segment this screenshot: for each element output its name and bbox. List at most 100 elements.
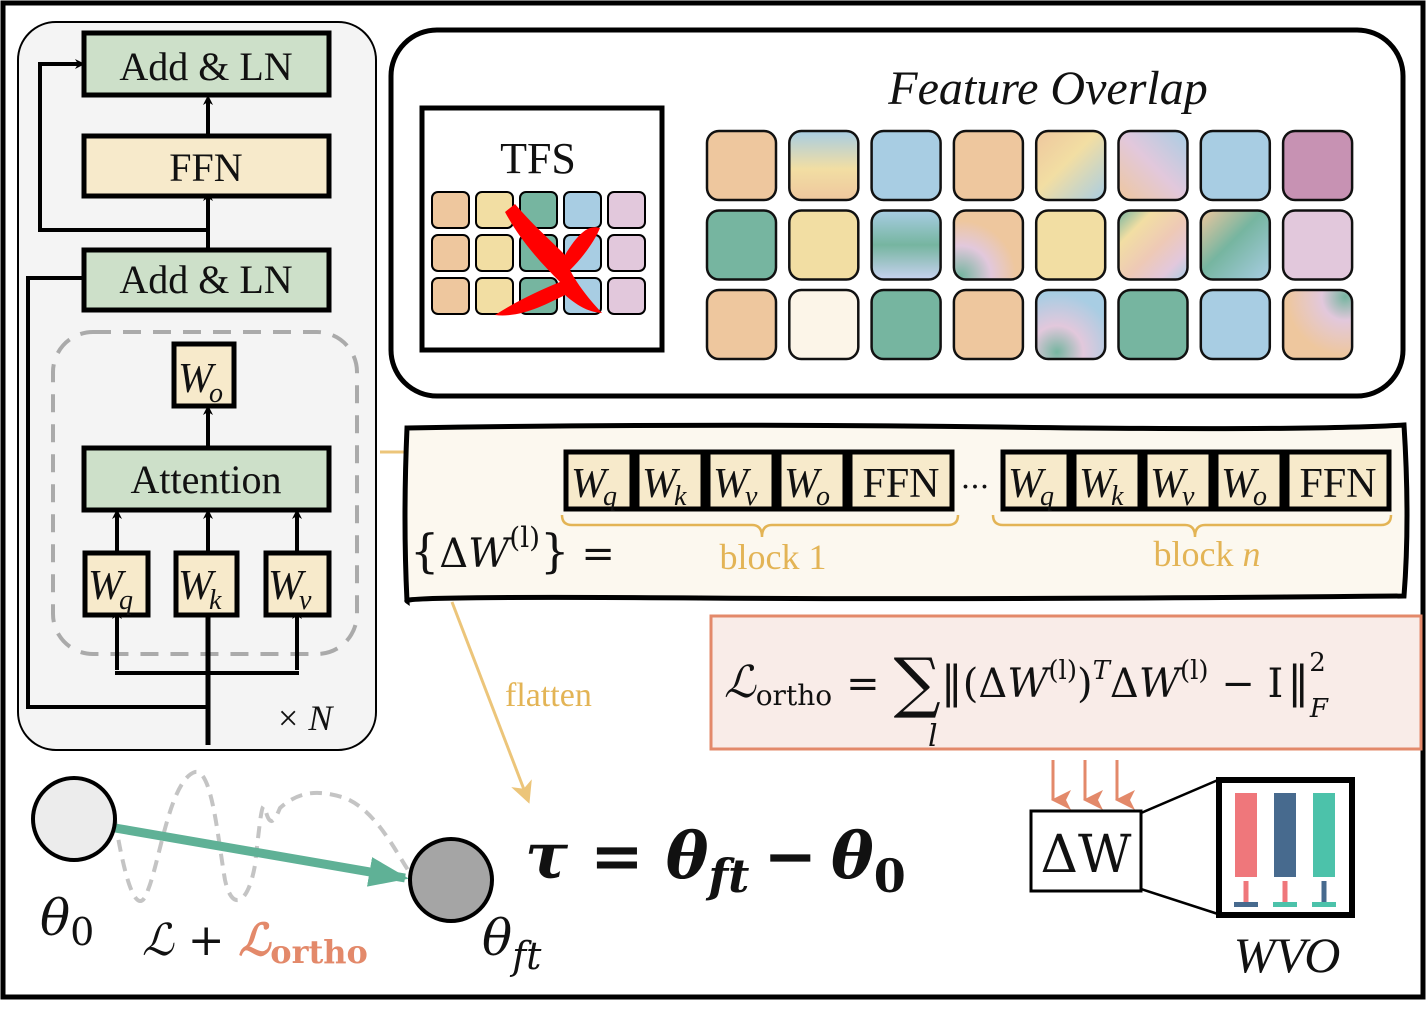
feature-tile-mauve — [1281, 129, 1354, 202]
block-item-label: Wk — [642, 461, 687, 512]
feature-tile-green — [870, 288, 942, 361]
top-add-ln-box: Add & LN — [81, 30, 332, 98]
feature-tile-pink — [1281, 209, 1354, 281]
loss-symbol: ℒ — [724, 658, 757, 707]
wk-base: W — [178, 563, 217, 609]
wo-base: W — [178, 356, 217, 402]
sum-subscript: l — [928, 719, 938, 754]
attention-region — [51, 330, 359, 656]
minus-identity: − I — [1209, 661, 1284, 707]
repeat-var: N — [307, 698, 334, 738]
wvo-base — [1312, 902, 1336, 907]
loss-subscript: ortho — [756, 679, 832, 712]
wo-sub: o — [209, 378, 223, 409]
zoom-line-bottom — [1140, 887, 1219, 916]
plus-sign: + — [174, 915, 239, 966]
minus-sign: − — [763, 819, 817, 894]
tfs-cell — [607, 234, 646, 272]
theta0-node — [31, 776, 117, 862]
svg-text:Wo: Wo — [178, 356, 223, 409]
wvo-stem — [1282, 881, 1288, 903]
wv-box: Wv — [263, 550, 332, 618]
delta-w: W — [468, 531, 512, 577]
wvo-stem — [1243, 881, 1249, 903]
sup-l: (l) — [1048, 656, 1077, 686]
attention-box: Attention — [81, 445, 332, 513]
wvo-bar — [1274, 793, 1296, 877]
block-item-wv: Wv — [705, 449, 777, 512]
w-symbol: W — [1007, 661, 1051, 707]
block-item-label: Wv — [713, 461, 758, 512]
block-n-brace — [991, 514, 1393, 538]
feature-tile-green — [705, 209, 778, 281]
ellipsis: ··· — [961, 470, 990, 505]
delta-set-lhs: {ΔW(l)}= — [410, 521, 615, 578]
norm-open: ‖ — [941, 657, 963, 708]
block-item-wk: Wk — [634, 449, 706, 512]
block-item-ffn: FFN — [847, 449, 955, 512]
paren-close: ) — [1077, 661, 1093, 707]
wvo-bars — [1234, 793, 1336, 907]
tfs-grid — [431, 191, 646, 315]
block-item-wv: Wv — [1142, 449, 1214, 512]
paren-open: (Δ — [963, 661, 1008, 707]
transpose-sup: T — [1093, 656, 1112, 686]
sup-l-2: (l) — [1180, 656, 1209, 686]
tfs-cell — [431, 191, 470, 229]
feature-tile-green — [1117, 288, 1189, 361]
feature-tile-blue — [1199, 129, 1272, 202]
svg-text:Wq: Wq — [88, 563, 133, 616]
block-item-label: Wv — [1150, 461, 1195, 512]
ft-subscript: ft — [705, 849, 749, 903]
ffn-box: FFN — [81, 133, 332, 199]
feature-tile-peach — [952, 288, 1025, 361]
base-loss: ℒ — [142, 916, 175, 965]
norm-sup: 2 — [1309, 648, 1326, 678]
feature-tile-cream — [788, 288, 860, 361]
tfs-cell — [563, 191, 602, 229]
wvo-caption: WVO — [1234, 927, 1341, 983]
theta-ft-bold: θ — [666, 819, 709, 894]
theta-ft-node — [408, 837, 494, 923]
theta0-bold: θ — [831, 819, 874, 894]
loss-landscape-path — [113, 770, 410, 903]
feature-tile-yellow — [788, 209, 860, 281]
block-item-label: Wo — [1221, 461, 1267, 512]
feature-tile-peach — [952, 129, 1025, 202]
delta-w-label: ΔW — [1041, 825, 1133, 885]
wv-sub: v — [299, 585, 312, 616]
feature-tile-peach-pink-green — [1281, 288, 1354, 361]
block-item-ffn: FFN — [1284, 449, 1392, 512]
block-item-wo: Wo — [1213, 449, 1285, 512]
feature-tile-peach-yellow-blue — [1034, 129, 1107, 202]
theta-ft-sub: ft — [509, 934, 542, 978]
svg-text:Wk: Wk — [178, 563, 222, 616]
block-item-wq: Wq — [563, 449, 635, 512]
crossed-out-x-icon — [495, 204, 602, 316]
theta0-base: θ — [40, 889, 70, 947]
feature-tile-blue-green-lavender — [870, 209, 942, 281]
norm-close: ‖ — [1287, 657, 1309, 708]
delta-symbol: Δ — [439, 531, 468, 577]
wvo-stem — [1321, 881, 1327, 903]
layer-superscript: (l) — [509, 521, 540, 554]
repeat-symbol: × — [278, 698, 298, 738]
block-item-label: FFN — [862, 461, 939, 507]
training-trajectory: θ0 θft ℒ + ℒortho — [31, 770, 542, 978]
theta-ft-base: θ — [482, 909, 512, 967]
block-item-wq: Wq — [1000, 449, 1072, 512]
block-n-prefix: block — [1154, 534, 1243, 574]
feature-tile-yellow — [1034, 209, 1107, 281]
mid-add-ln-box: Add & LN — [81, 247, 332, 313]
delta-w-box — [1029, 809, 1143, 893]
tau-symbol: τ — [525, 819, 569, 894]
training-loss-label: ℒ + ℒortho — [142, 915, 368, 971]
wo-box: Wo — [171, 341, 237, 409]
tfs-cell — [607, 191, 646, 229]
zero-subscript: 0 — [874, 849, 906, 903]
feature-tile-blue — [870, 129, 942, 202]
theta0-sub: 0 — [70, 910, 94, 954]
